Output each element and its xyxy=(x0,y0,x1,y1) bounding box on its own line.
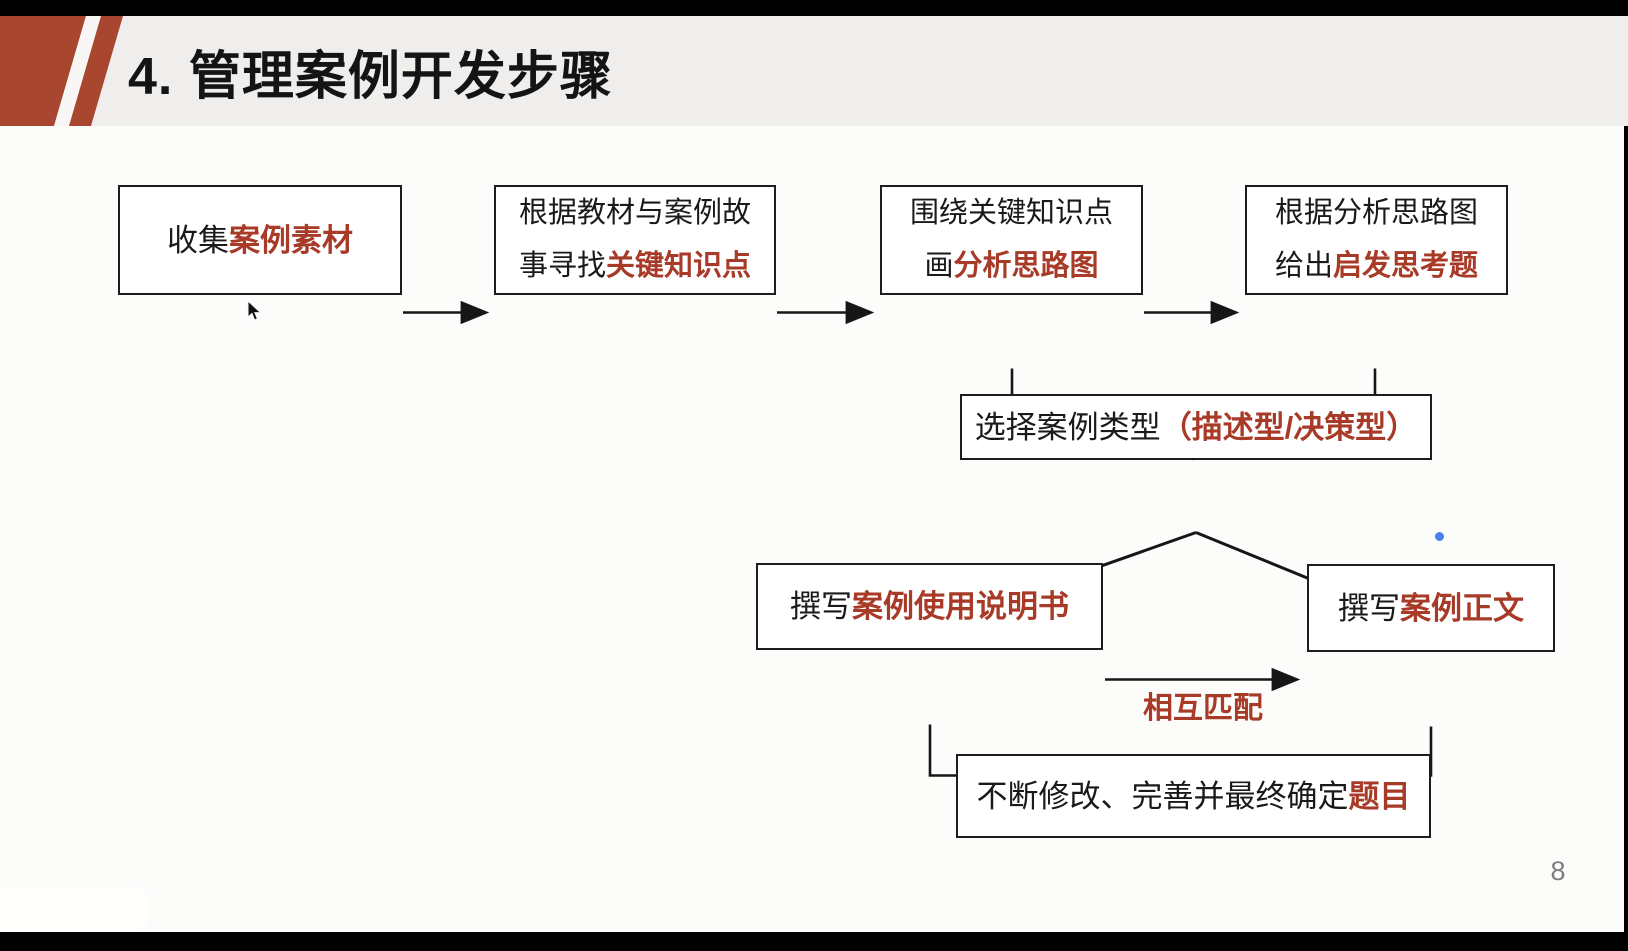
mouse-cursor-icon xyxy=(247,300,262,321)
node-text-emphasis: 启发思考题 xyxy=(1333,250,1479,282)
node-choose-case-type: 选择案例类型（描述型/决策型） xyxy=(960,394,1432,460)
node-text: 给出 xyxy=(1274,250,1333,282)
node-write-case-body: 撰写案例正文 xyxy=(1307,564,1555,652)
node-text-line: 给出启发思考题 xyxy=(1275,240,1478,293)
deco-white-stripe xyxy=(54,16,101,126)
letterbox-right-bar xyxy=(1624,0,1628,951)
node-text: 根据分析思路图 xyxy=(1274,197,1478,229)
node-text-line: 围绕关键知识点 xyxy=(910,187,1113,240)
deco-red-stripe xyxy=(69,16,123,126)
node-draw-analysis-map: 围绕关键知识点画分析思路图 xyxy=(880,185,1143,295)
node-text: 撰写 xyxy=(790,589,852,624)
node-text-emphasis: 题目 xyxy=(1348,778,1411,814)
node-text: 选择案例类型 xyxy=(974,409,1161,445)
deco-red-parallelogram xyxy=(0,16,86,126)
node-text-line: 画分析思路图 xyxy=(924,240,1098,293)
node-text: 画 xyxy=(924,250,954,282)
page-number: 8 xyxy=(1550,856,1566,886)
node-text-emphasis: 关键知识点 xyxy=(606,250,752,282)
faint-overlay-panel xyxy=(0,887,148,931)
node-text-line: 不断修改、完善并最终确定题目 xyxy=(977,770,1411,823)
node-text: 根据教材与案例故 xyxy=(518,197,751,229)
node-finalize-title: 不断修改、完善并最终确定题目 xyxy=(956,754,1431,838)
node-text-line: 根据分析思路图 xyxy=(1275,187,1478,240)
node-text-line: 收集案例素材 xyxy=(167,214,353,267)
node-text-line: 撰写案例正文 xyxy=(1338,582,1524,635)
flowchart: 收集案例素材 根据教材与案例故事寻找关键知识点 围绕关键知识点画分析思路图 根据… xyxy=(0,126,1628,932)
node-text-emphasis: 案例素材 xyxy=(229,222,353,258)
node-find-key-knowledge: 根据教材与案例故事寻找关键知识点 xyxy=(494,185,776,295)
node-text: 撰写 xyxy=(1338,590,1400,626)
node-text-line: 事寻找关键知识点 xyxy=(519,240,751,293)
slide-header: 4. 管理案例开发步骤 xyxy=(0,16,1628,126)
node-text: 围绕关键知识点 xyxy=(909,197,1113,229)
node-give-inspiring-questions: 根据分析思路图给出启发思考题 xyxy=(1245,185,1508,295)
node-text-line: 选择案例类型（描述型/决策型） xyxy=(975,401,1418,454)
letterbox-bottom-bar xyxy=(0,932,1628,951)
laser-pointer-dot xyxy=(1435,532,1444,541)
node-text: 不断修改、完善并最终确定 xyxy=(976,778,1349,814)
node-text: 事寻找 xyxy=(518,250,606,282)
title-accent-decoration-icon xyxy=(0,16,123,126)
node-write-usage-manual: 撰写案例使用说明书 xyxy=(756,563,1103,650)
node-collect-case-material: 收集案例素材 xyxy=(118,185,402,295)
slide-title: 4. 管理案例开发步骤 xyxy=(128,47,613,106)
node-text: 收集 xyxy=(167,222,229,258)
node-text-line: 根据教材与案例故 xyxy=(519,187,751,240)
letterbox-top-bar xyxy=(0,0,1628,16)
match-label: 相互匹配 xyxy=(1143,692,1263,725)
node-text-line: 撰写案例使用说明书 xyxy=(790,580,1069,633)
node-text-emphasis: 案例使用说明书 xyxy=(852,589,1069,624)
node-text-emphasis: 案例正文 xyxy=(1400,590,1524,626)
node-text-emphasis: 分析思路图 xyxy=(953,250,1099,282)
node-text-emphasis: （描述型/决策型） xyxy=(1160,409,1418,445)
